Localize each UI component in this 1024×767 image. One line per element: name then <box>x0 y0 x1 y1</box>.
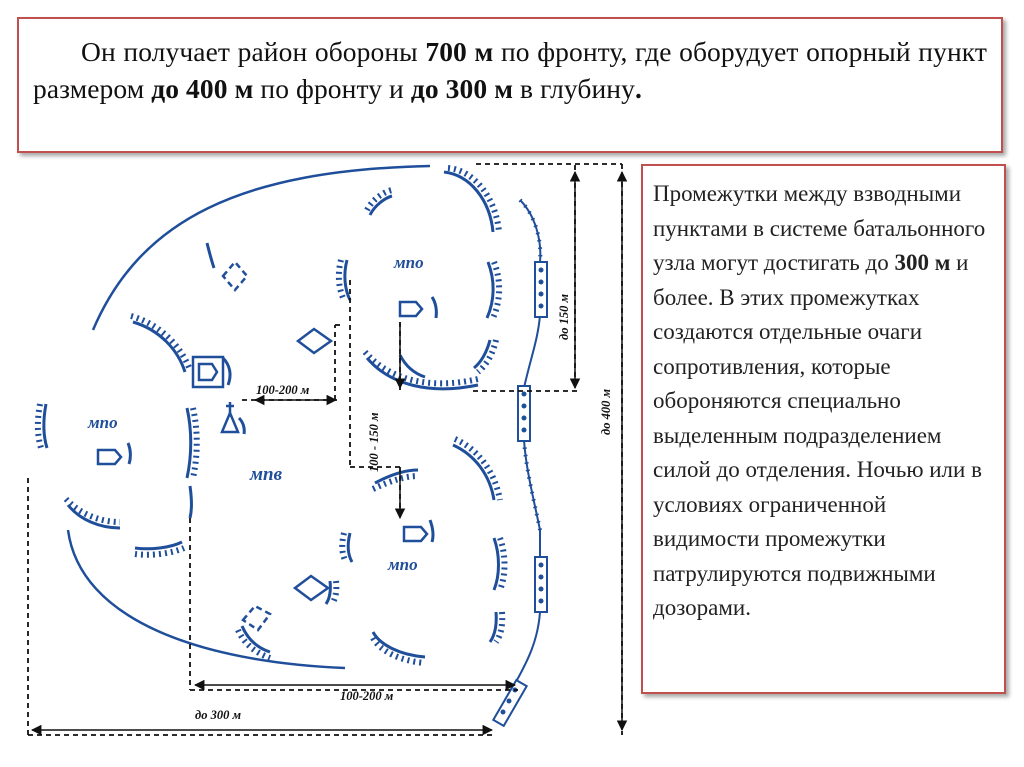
defense-area-boundary-lower <box>66 529 346 670</box>
header-bold-300m: до 300 м <box>410 73 514 104</box>
header-text-1: Он получает район обороны <box>81 36 426 67</box>
label-dim-100-200-bottom: 100-200 м <box>340 689 394 703</box>
sidebar-text-2: и более. В этих промежутках создаются от… <box>653 250 982 620</box>
dimension-arrows <box>30 170 628 736</box>
label-dim-100-150-vert: 100 - 150 м <box>367 412 381 472</box>
observation-posts <box>491 261 548 728</box>
label-mpo-top: мпо <box>393 253 424 272</box>
trench-ticks <box>34 165 508 666</box>
command-post-symbols <box>96 300 429 543</box>
patrol-ticks <box>518 198 543 531</box>
header-bold-700m: 700 м <box>425 36 494 67</box>
label-dim-do-300: до 300 м <box>195 708 241 722</box>
defense-area-boundary <box>91 164 431 331</box>
header-period: . <box>634 73 642 104</box>
label-mpo-left: мпо <box>87 413 118 432</box>
header-text-3: по фронту и <box>253 73 411 104</box>
label-dim-do-400: до 400 м <box>599 389 613 435</box>
header-text-2: по фронту, где оборудует опорный пункт р… <box>33 36 987 104</box>
sidebar-bold-300m: 300 м <box>894 250 951 275</box>
trench-arcs <box>42 170 500 659</box>
header-bold-400m: до 400 м <box>151 73 254 104</box>
sidebar-box: Промежутки между взводными пунктами в си… <box>641 164 1006 694</box>
observation-post-dots <box>500 267 544 715</box>
label-dim-do-150: до 150 м <box>557 294 571 340</box>
sidebar-text: Промежутки между взводными пунктами в си… <box>653 177 996 626</box>
header-text: Он получает район обороны 700 м по фронт… <box>33 33 987 107</box>
header-text-4: в глубину <box>513 73 635 104</box>
label-mpo-bottom: мпо <box>387 555 418 574</box>
label-mpv: мпв <box>249 464 283 485</box>
sidebar-text-1: Промежутки между взводными пунктами в си… <box>653 181 986 275</box>
header-box: Он получает район обороны 700 м по фронт… <box>17 17 1003 153</box>
label-dim-100-200-mid: 100-200 м <box>256 383 310 397</box>
firing-position-markers <box>292 327 334 602</box>
alt-firing-position-markers <box>221 260 272 632</box>
dimension-lines <box>27 163 623 736</box>
